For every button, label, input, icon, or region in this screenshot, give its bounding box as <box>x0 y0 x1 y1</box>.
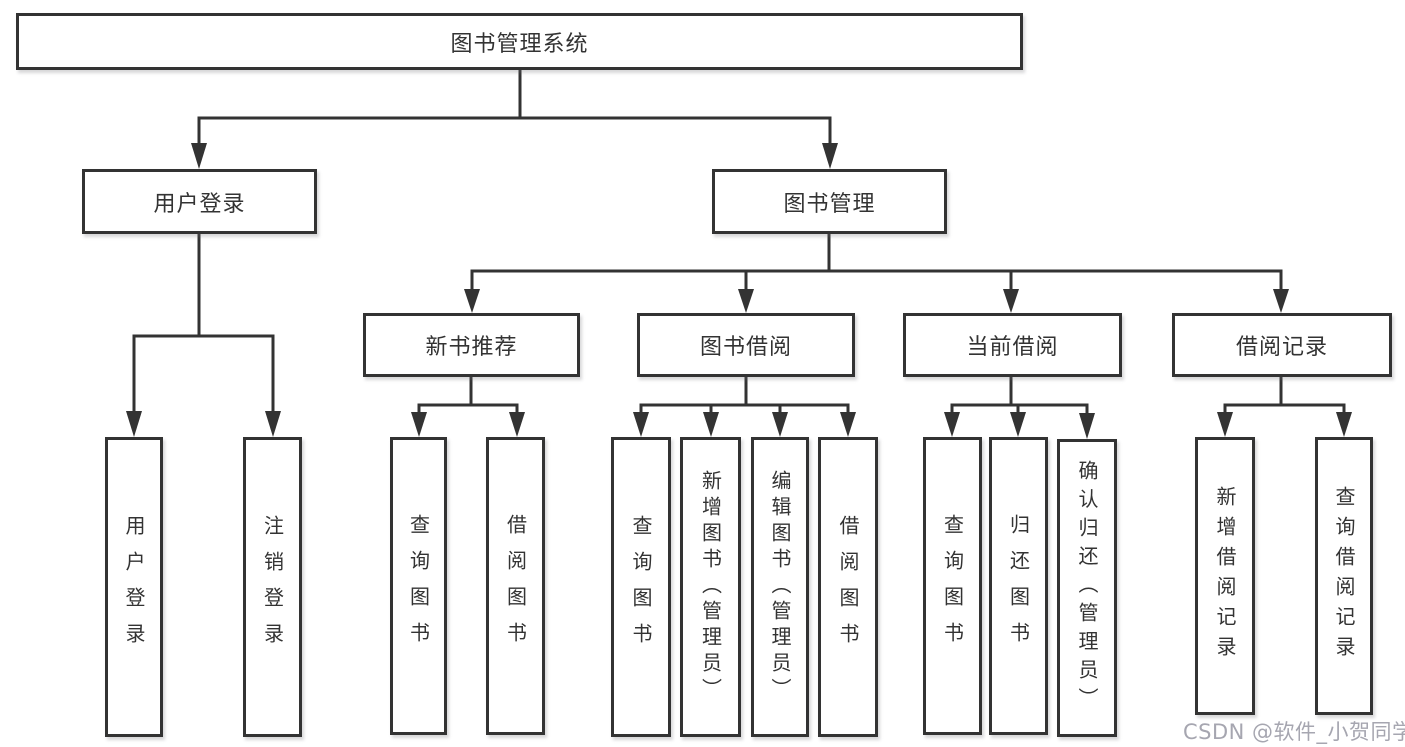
node-label: 查询图书 <box>940 514 965 658</box>
leaf-return-book: 归还图书 <box>989 437 1048 735</box>
leaf-query-borrow-record: 查询借阅记录 <box>1315 437 1373 715</box>
connector-user-login-to-children <box>126 234 281 437</box>
node-label: 图书管理 <box>783 191 876 217</box>
node-label: 新增借阅记录 <box>1213 486 1237 666</box>
csdn-watermark: CSDN @软件_小贺同学 <box>1183 720 1405 744</box>
node-label: 确认归还（管理员） <box>1075 460 1099 716</box>
leaf-add-borrow-record: 新增借阅记录 <box>1195 437 1255 715</box>
leaf-confirm-return-admin: 确认归还（管理员） <box>1057 439 1117 737</box>
connector-new-book-rec-to-children <box>411 376 525 437</box>
node-label: 新增图书（管理员） <box>698 470 723 704</box>
node-label: 注销登录 <box>260 515 285 659</box>
connector-borrow-records-to-children <box>1217 376 1352 437</box>
node-book-management-module: 图书管理 <box>712 169 947 234</box>
node-label: 借阅图书 <box>503 514 528 658</box>
connector-current-borrow-to-children <box>944 376 1095 439</box>
node-book-borrowing: 图书借阅 <box>637 313 855 377</box>
node-label: 查询图书 <box>406 514 431 658</box>
node-label: 编辑图书（管理员） <box>768 470 792 704</box>
leaf-edit-book-admin: 编辑图书（管理员） <box>751 437 809 737</box>
node-borrowing-records: 借阅记录 <box>1172 313 1392 377</box>
node-label: 借阅记录 <box>1235 335 1328 360</box>
node-label: 当前借阅 <box>966 335 1059 360</box>
node-label: 查询借阅记录 <box>1332 486 1356 666</box>
node-label: 借阅图书 <box>836 515 860 659</box>
leaf-query-books-borrowing: 查询图书 <box>611 437 671 737</box>
node-label: 图书管理系统 <box>450 31 589 57</box>
node-new-book-recommend: 新书推荐 <box>363 313 580 377</box>
node-root-library-system: 图书管理系统 <box>16 13 1023 70</box>
leaf-logout: 注销登录 <box>243 437 302 737</box>
node-label: 归还图书 <box>1006 514 1031 658</box>
node-label: 用户登录 <box>153 191 246 217</box>
connector-book-mgmt-to-level3 <box>464 234 1289 313</box>
node-label: 用户登录 <box>122 515 146 659</box>
node-label: 查询图书 <box>629 515 653 659</box>
connector-root-to-level2 <box>191 70 838 169</box>
leaf-user-login: 用户登录 <box>105 437 163 737</box>
node-user-login-module: 用户登录 <box>82 169 317 234</box>
leaf-borrow-books-recommend: 借阅图书 <box>486 437 545 735</box>
leaf-query-books-recommend: 查询图书 <box>390 437 447 735</box>
leaf-borrow-books: 借阅图书 <box>818 437 878 737</box>
node-label: 图书借阅 <box>699 335 792 360</box>
leaf-query-books-current: 查询图书 <box>923 437 982 735</box>
node-current-borrowing: 当前借阅 <box>903 313 1122 377</box>
node-label: 新书推荐 <box>425 335 518 360</box>
leaf-add-book-admin: 新增图书（管理员） <box>680 437 741 737</box>
connector-book-borrow-to-children <box>633 376 856 437</box>
